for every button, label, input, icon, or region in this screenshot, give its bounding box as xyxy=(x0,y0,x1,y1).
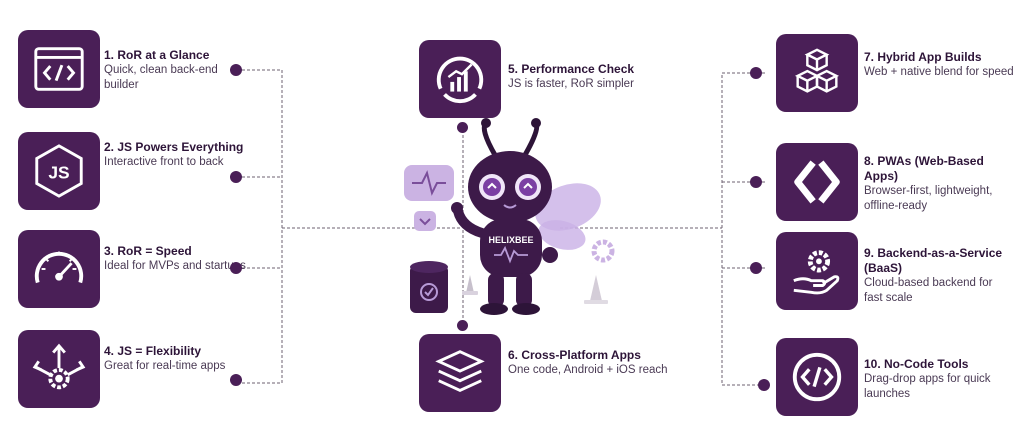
item-desc: JS is faster, RoR simpler xyxy=(508,78,634,90)
layers-icon xyxy=(435,350,485,392)
pwa-tile xyxy=(776,143,858,221)
connector-dot xyxy=(758,379,770,391)
connector-dot xyxy=(230,171,242,183)
no-code-tile xyxy=(776,338,858,416)
item-title: 4. JS = Flexibility xyxy=(104,344,202,358)
cubes-icon xyxy=(794,48,840,93)
js-powers-tile: JS xyxy=(18,132,100,210)
connector-dot xyxy=(457,122,468,133)
item-8: 8. PWAs (Web-Based Apps) Browser-first, … xyxy=(864,154,1014,214)
database-icon xyxy=(410,261,448,313)
code-window-icon xyxy=(34,47,84,91)
item-desc: Great for real-time apps xyxy=(104,360,226,372)
cross-platform-tile xyxy=(419,334,501,412)
item-7: 7. Hybrid App Builds Web + native blend … xyxy=(864,50,1014,80)
item-title: 10. No-Code Tools xyxy=(864,357,969,371)
item-title: 5. Performance Check xyxy=(508,62,635,76)
item-desc: Web + native blend for speed xyxy=(864,66,1014,78)
item-title: 2. JS Powers Everything xyxy=(104,140,244,154)
connector-dot xyxy=(750,176,762,188)
item-3: 3. RoR = Speed Ideal for MVPs and startu… xyxy=(104,244,254,274)
connector-dot xyxy=(230,262,242,274)
item-title: 9. Backend-as-a-Service (BaaS) xyxy=(864,246,1003,275)
hybrid-builds-tile xyxy=(776,34,858,112)
connector-dot xyxy=(230,64,242,76)
gear-arrows-icon xyxy=(32,343,86,390)
chart-gauge-icon xyxy=(436,56,484,104)
connector-dot xyxy=(750,262,762,274)
item-4: 4. JS = Flexibility Great for real-time … xyxy=(104,344,254,374)
item-desc: Browser-first, lightweight, offline-read… xyxy=(864,185,993,212)
item-desc: One code, Android + iOS reach xyxy=(508,364,668,376)
helixbee-mascot: HELIXBEE xyxy=(404,118,615,315)
connector-dot xyxy=(750,67,762,79)
code-circle-icon xyxy=(792,352,842,402)
item-title: 3. RoR = Speed xyxy=(104,244,192,258)
nodejs-icon: JS xyxy=(35,144,83,198)
item-1: 1. RoR at a Glance Quick, clean back-end… xyxy=(104,48,254,93)
svg-text:JS: JS xyxy=(48,163,69,183)
item-10: 10. No-Code Tools Drag-drop apps for qui… xyxy=(864,357,1014,402)
pwa-icon xyxy=(794,160,840,204)
connector-dot xyxy=(457,320,468,331)
ror-speed-tile xyxy=(18,230,100,308)
item-title: 7. Hybrid App Builds xyxy=(864,50,982,64)
item-desc: Interactive front to back xyxy=(104,156,224,168)
item-desc: Drag-drop apps for quick launches xyxy=(864,373,991,400)
item-desc: Quick, clean back-end builder xyxy=(104,64,218,91)
item-6: 6. Cross-Platform Apps One code, Android… xyxy=(508,348,668,378)
ror-glance-tile xyxy=(18,30,100,108)
item-title: 6. Cross-Platform Apps xyxy=(508,348,641,362)
item-9: 9. Backend-as-a-Service (BaaS) Cloud-bas… xyxy=(864,246,1014,306)
item-desc: Cloud-based backend for fast scale xyxy=(864,277,993,304)
item-title: 1. RoR at a Glance xyxy=(104,48,210,62)
item-5: 5. Performance Check JS is faster, RoR s… xyxy=(508,62,668,92)
js-flexibility-tile xyxy=(18,330,100,408)
chevron-down-icon xyxy=(414,211,436,231)
hand-gear-icon xyxy=(793,250,840,295)
item-title: 8. PWAs (Web-Based Apps) xyxy=(864,154,984,183)
baas-tile xyxy=(776,232,858,310)
item-2: 2. JS Powers Everything Interactive fron… xyxy=(104,140,254,170)
performance-check-tile xyxy=(419,40,501,118)
speedometer-icon xyxy=(34,251,84,284)
mascot-brand-label: HELIXBEE xyxy=(488,235,533,245)
connector-dot xyxy=(230,374,242,386)
item-desc: Ideal for MVPs and startups xyxy=(104,260,246,272)
